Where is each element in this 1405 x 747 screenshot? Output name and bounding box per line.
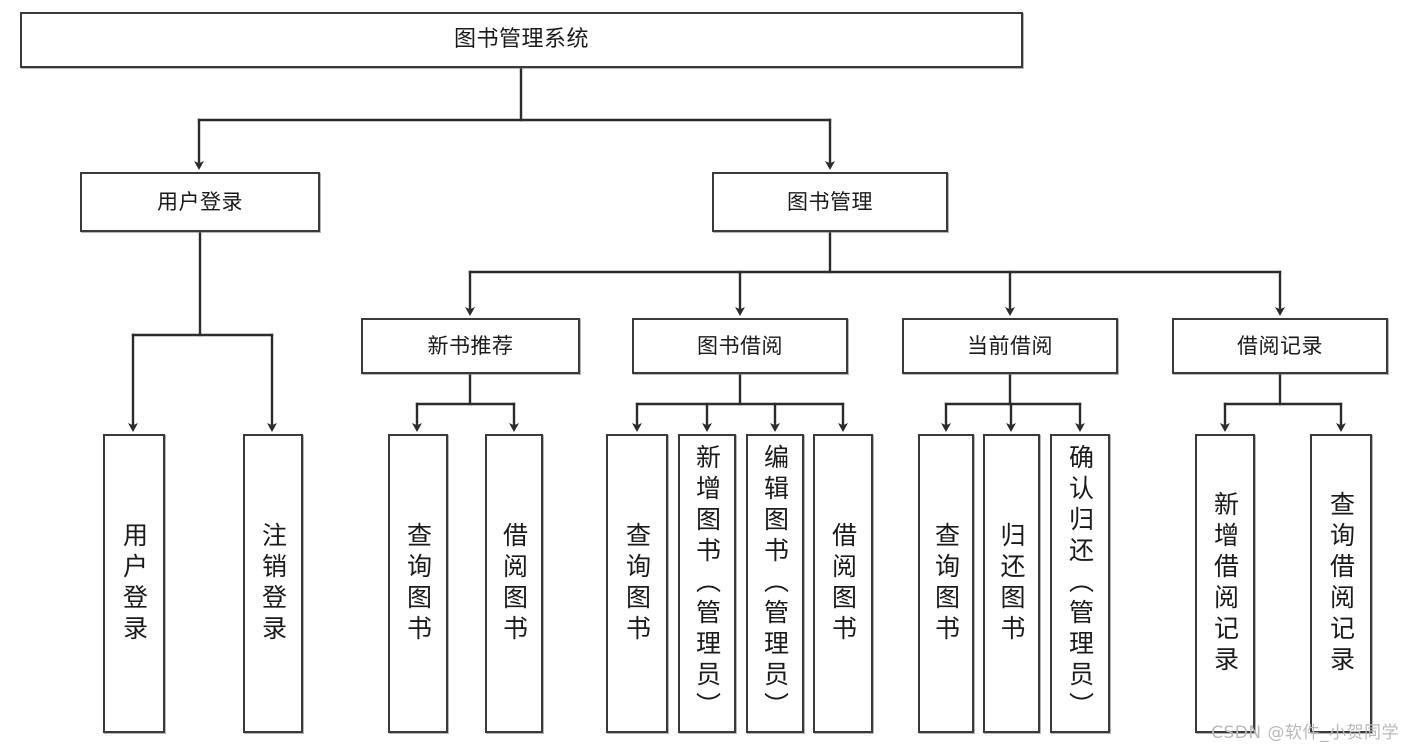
node-label: 查询图书 xyxy=(931,521,961,646)
node-label: 归还图书 xyxy=(997,521,1026,646)
node-label: 注销登录 xyxy=(258,521,288,646)
node-user-login[interactable]: 用户登录 xyxy=(80,172,320,232)
leaf-query-borrow-record[interactable]: 查询借阅记录 xyxy=(1310,434,1372,733)
leaf-confirm-return-admin[interactable]: 确认归还（管理员） xyxy=(1050,434,1110,733)
leaf-query-book-current[interactable]: 查询图书 xyxy=(918,434,974,733)
node-label: 图书管理系统 xyxy=(453,27,589,53)
node-current-borrow[interactable]: 当前借阅 xyxy=(902,318,1118,374)
leaf-return-book[interactable]: 归还图书 xyxy=(983,434,1040,733)
leaf-query-book-recommend[interactable]: 查询图书 xyxy=(388,434,448,733)
node-label: 用户登录 xyxy=(119,521,149,646)
node-label: 当前借阅 xyxy=(967,333,1053,358)
leaf-user-logout[interactable]: 注销登录 xyxy=(243,434,303,733)
node-new-book-recommend[interactable]: 新书推荐 xyxy=(361,318,580,374)
node-label: 新增图书（管理员） xyxy=(692,444,722,723)
node-label: 借阅图书 xyxy=(499,521,529,646)
watermark-text: CSDN @软件_小贺同学 xyxy=(1211,723,1399,743)
node-book-manage[interactable]: 图书管理 xyxy=(712,172,948,232)
node-label: 图书借阅 xyxy=(697,333,783,358)
node-borrow-record[interactable]: 借阅记录 xyxy=(1172,318,1388,374)
node-label: 查询图书 xyxy=(622,521,652,646)
node-label: 查询图书 xyxy=(403,521,433,646)
leaf-edit-book-admin[interactable]: 编辑图书（管理员） xyxy=(746,434,804,733)
leaf-add-book-admin[interactable]: 新增图书（管理员） xyxy=(678,434,736,733)
node-label: 用户登录 xyxy=(157,189,243,214)
leaf-query-book-borrow[interactable]: 查询图书 xyxy=(606,434,668,733)
node-label: 查询借阅记录 xyxy=(1326,490,1356,677)
leaf-borrow-book[interactable]: 借阅图书 xyxy=(813,434,873,733)
node-book-borrow[interactable]: 图书借阅 xyxy=(632,318,848,374)
node-label: 借阅图书 xyxy=(828,521,858,646)
node-label: 编辑图书（管理员） xyxy=(760,444,790,723)
node-label: 图书管理 xyxy=(787,189,873,214)
node-label: 借阅记录 xyxy=(1237,333,1323,358)
node-label: 新增借阅记录 xyxy=(1210,490,1240,677)
node-label: 确认归还（管理员） xyxy=(1065,444,1095,723)
leaf-add-borrow-record[interactable]: 新增借阅记录 xyxy=(1195,434,1255,733)
node-root-system[interactable]: 图书管理系统 xyxy=(20,12,1023,68)
leaf-borrow-book-recommend[interactable]: 借阅图书 xyxy=(485,434,543,733)
node-label: 新书推荐 xyxy=(427,333,514,358)
leaf-user-login[interactable]: 用户登录 xyxy=(103,434,165,733)
